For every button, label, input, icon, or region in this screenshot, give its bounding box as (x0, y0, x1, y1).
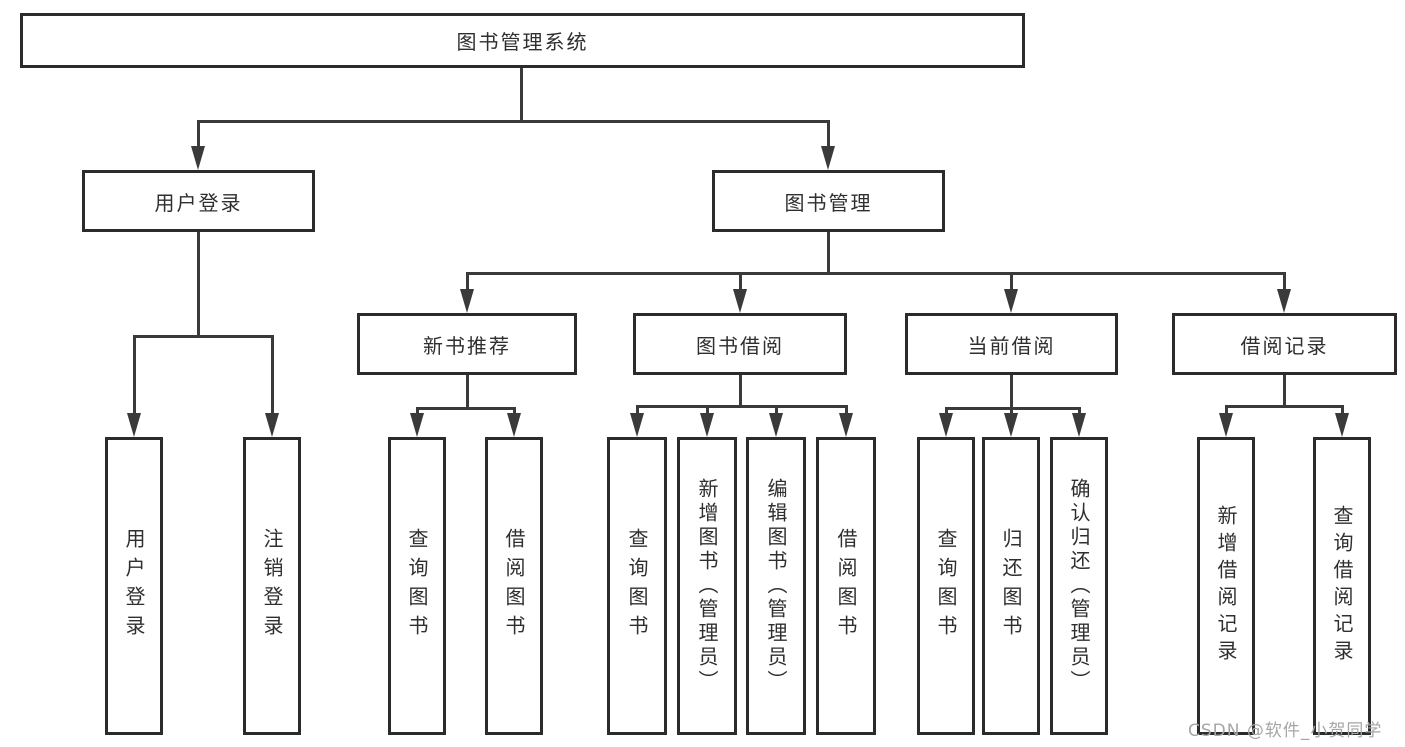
connector-drop-current-borrow (1010, 272, 1013, 291)
leaf-bb-query-books: 查询图书 (607, 437, 667, 735)
connector-new-book-recommend-rail (416, 407, 516, 410)
arrowhead-leaf-logout-icon (265, 413, 279, 437)
leaf-logout-login-label: 注销登录 (260, 528, 284, 644)
leaf-bb-query-books-label: 查询图书 (625, 528, 649, 644)
connector-user-login-stem (197, 232, 200, 335)
node-book-borrow-label: 图书借阅 (696, 333, 784, 358)
connector-user-login-rail (133, 335, 274, 338)
leaf-bb-borrow-books: 借阅图书 (816, 437, 876, 735)
node-borrow-records-label: 借阅记录 (1240, 333, 1329, 358)
node-new-book-recommend-label: 新书推荐 (423, 333, 511, 358)
arrowhead-nbr-borrow-icon (507, 413, 521, 437)
connector-drop-nbr-query (416, 407, 419, 416)
leaf-nbr-borrow-books-label: 借阅图书 (502, 528, 526, 644)
connector-book-management-rail (466, 272, 1286, 275)
connector-borrow-records-stem (1283, 375, 1286, 405)
connector-drop-bb-borrow (845, 405, 848, 416)
leaf-nbr-query-books: 查询图书 (388, 437, 446, 735)
leaf-cb-confirm-return-admin-label: 确认归还（管理员） (1067, 478, 1091, 694)
node-current-borrow: 当前借阅 (905, 313, 1118, 375)
arrowhead-br-add-icon (1219, 413, 1233, 437)
leaf-nbr-query-books-label: 查询图书 (405, 528, 429, 644)
leaf-cb-return-books-label: 归还图书 (999, 528, 1023, 644)
leaf-bb-add-books-admin-label: 新增图书（管理员） (695, 478, 719, 694)
connector-drop-cb-return (1010, 407, 1013, 416)
connector-current-borrow-stem (1010, 375, 1013, 407)
node-new-book-recommend: 新书推荐 (357, 313, 577, 375)
connector-borrow-records-rail (1225, 405, 1344, 408)
node-book-management-label: 图书管理 (784, 190, 873, 215)
connector-drop-bb-query (636, 405, 639, 416)
leaf-br-query-record-label: 查询借阅记录 (1330, 505, 1354, 667)
arrowhead-bb-borrow-icon (839, 413, 853, 437)
root-node-library-management-system: 图书管理系统 (20, 13, 1025, 68)
root-node-label: 图书管理系统 (456, 30, 589, 54)
arrowhead-new-book-recommend-icon (460, 289, 474, 313)
arrowhead-cb-return-icon (1004, 413, 1018, 437)
node-user-login: 用户登录 (82, 170, 315, 232)
arrowhead-cb-confirm-icon (1072, 413, 1086, 437)
arrowhead-user-login-icon (191, 146, 205, 170)
arrowhead-nbr-query-icon (410, 413, 424, 437)
arrowhead-current-borrow-icon (1004, 289, 1018, 313)
connector-drop-book-management (827, 120, 830, 150)
arrowhead-bb-query-icon (630, 413, 644, 437)
leaf-bb-edit-books-admin-label: 编辑图书（管理员） (764, 478, 788, 694)
leaf-bb-add-books-admin: 新增图书（管理员） (677, 437, 737, 735)
connector-drop-cb-query (945, 407, 948, 416)
connector-root-rail (197, 120, 830, 123)
leaf-cb-return-books: 归还图书 (982, 437, 1040, 735)
arrowhead-leaf-user-login-icon (127, 413, 141, 437)
connector-root-stem (520, 68, 523, 120)
leaf-logout-login: 注销登录 (243, 437, 301, 735)
node-current-borrow-label: 当前借阅 (967, 333, 1056, 358)
leaf-br-add-record: 新增借阅记录 (1197, 437, 1255, 735)
leaf-nbr-borrow-books: 借阅图书 (485, 437, 543, 735)
leaf-bb-edit-books-admin: 编辑图书（管理员） (746, 437, 806, 735)
leaf-user-login: 用户登录 (105, 437, 163, 735)
connector-drop-bb-edit (775, 405, 778, 416)
connector-new-book-recommend-stem (466, 375, 469, 407)
connector-book-borrow-rail (636, 405, 848, 408)
connector-book-management-stem (827, 232, 830, 272)
arrowhead-bb-add-icon (700, 413, 714, 437)
connector-drop-borrow-records (1283, 272, 1286, 291)
leaf-cb-query-books: 查询图书 (917, 437, 975, 735)
node-book-borrow: 图书借阅 (633, 313, 847, 375)
arrowhead-br-query-icon (1335, 413, 1349, 437)
connector-drop-nbr-borrow (513, 407, 516, 416)
leaf-br-add-record-label: 新增借阅记录 (1214, 505, 1238, 667)
connector-drop-br-add (1225, 405, 1228, 416)
leaf-cb-confirm-return-admin: 确认归还（管理员） (1050, 437, 1108, 735)
connector-drop-new-book-recommend (466, 272, 469, 291)
arrowhead-book-management-icon (821, 146, 835, 170)
connector-drop-book-borrow (739, 272, 742, 291)
connector-drop-br-query (1341, 405, 1344, 416)
connector-drop-bb-add (706, 405, 709, 416)
node-user-login-label: 用户登录 (154, 190, 243, 215)
connector-book-borrow-stem (739, 375, 742, 405)
node-book-management: 图书管理 (712, 170, 945, 232)
leaf-cb-query-books-label: 查询图书 (934, 528, 958, 644)
leaf-br-query-record: 查询借阅记录 (1313, 437, 1371, 735)
csdn-watermark: CSDN @软件_小贺同学 (1188, 721, 1383, 741)
leaf-bb-borrow-books-label: 借阅图书 (834, 528, 858, 644)
connector-drop-user-login (197, 120, 200, 150)
connector-drop-leaf-logout (271, 335, 274, 415)
arrowhead-bb-edit-icon (769, 413, 783, 437)
connector-current-borrow-rail (945, 407, 1081, 410)
connector-drop-cb-confirm (1078, 407, 1081, 416)
arrowhead-cb-query-icon (939, 413, 953, 437)
arrowhead-borrow-records-icon (1277, 289, 1291, 313)
arrowhead-book-borrow-icon (733, 289, 747, 313)
node-borrow-records: 借阅记录 (1172, 313, 1397, 375)
connector-drop-leaf-user-login (133, 335, 136, 415)
leaf-user-login-label: 用户登录 (122, 528, 146, 644)
